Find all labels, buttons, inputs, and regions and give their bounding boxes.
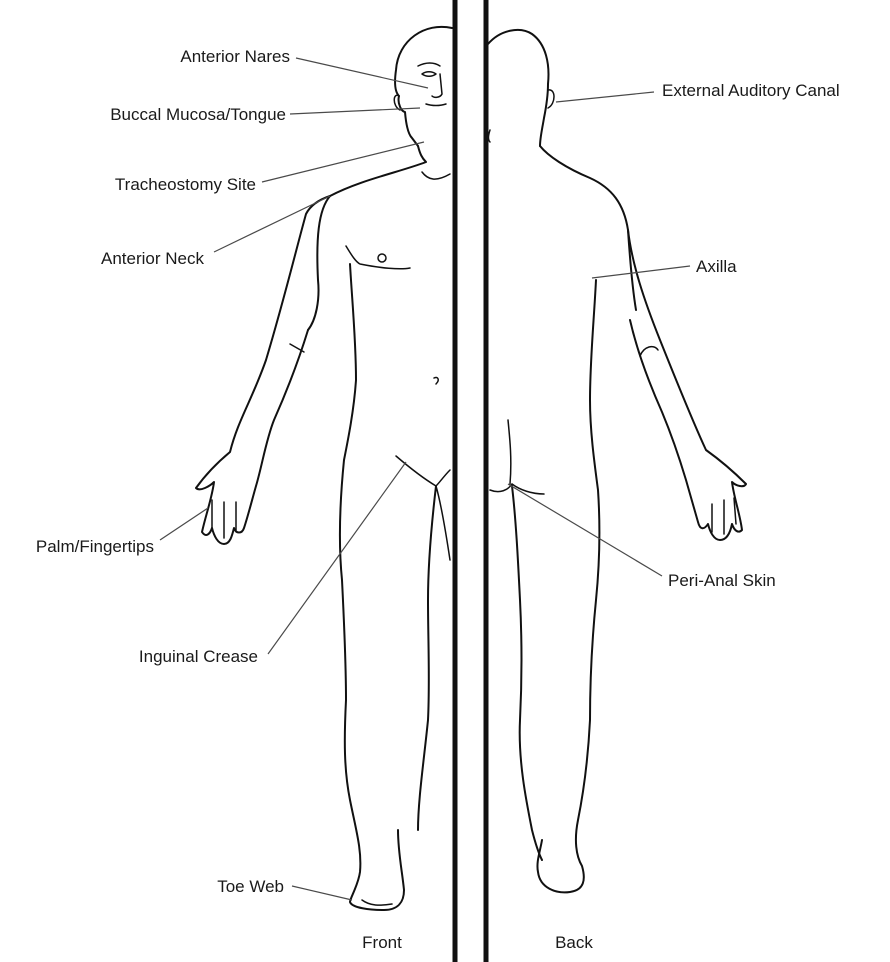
leader-anterior-neck <box>214 196 330 252</box>
back-figure <box>488 30 746 892</box>
label-inguinal-crease: Inguinal Crease <box>139 647 258 666</box>
front-figure <box>196 27 452 910</box>
front-sternal-notch <box>422 172 450 179</box>
back-side <box>537 280 599 892</box>
back-buttock-crease <box>490 420 544 494</box>
front-toes <box>362 900 392 905</box>
back-arm <box>628 230 746 540</box>
leader-toe-web <box>292 886 352 900</box>
back-neck-line <box>489 130 491 142</box>
leader-tracheostomy-site <box>262 142 424 182</box>
back-fingers <box>712 498 736 534</box>
label-axilla: Axilla <box>696 257 737 276</box>
leader-inguinal-crease <box>268 462 406 654</box>
view-label-front: Front <box>362 933 402 952</box>
label-external-auditory-canal: External Auditory Canal <box>662 81 840 100</box>
front-inner-leg <box>418 486 436 830</box>
front-arm <box>196 196 330 544</box>
back-elbow-mark <box>640 347 658 356</box>
front-torso <box>308 146 426 330</box>
label-tracheostomy-site: Tracheostomy Site <box>115 175 256 194</box>
label-anterior-neck: Anterior Neck <box>101 249 204 268</box>
back-torso <box>540 146 636 310</box>
leader-anterior-nares <box>296 58 428 88</box>
label-buccal-mucosa: Buccal Mucosa/Tongue <box>110 105 286 124</box>
front-navel <box>434 377 438 384</box>
front-side <box>340 264 404 910</box>
back-inner-leg <box>512 486 542 860</box>
label-anterior-nares: Anterior Nares <box>180 47 290 66</box>
leader-buccal-mucosa <box>290 108 420 114</box>
back-ear <box>548 90 554 108</box>
label-toe-web: Toe Web <box>217 877 284 896</box>
front-nipple <box>378 254 386 262</box>
label-peri-anal-skin: Peri-Anal Skin <box>668 571 776 590</box>
front-face <box>418 63 446 106</box>
leader-external-auditory-canal <box>556 92 654 102</box>
back-head <box>488 30 548 146</box>
front-groin <box>396 456 450 560</box>
leader-axilla <box>592 266 690 278</box>
label-palm-fingertips: Palm/Fingertips <box>36 537 154 556</box>
leader-peri-anal-skin <box>508 484 662 576</box>
view-label-back: Back <box>555 933 593 952</box>
leader-palm-fingertips <box>160 508 208 540</box>
